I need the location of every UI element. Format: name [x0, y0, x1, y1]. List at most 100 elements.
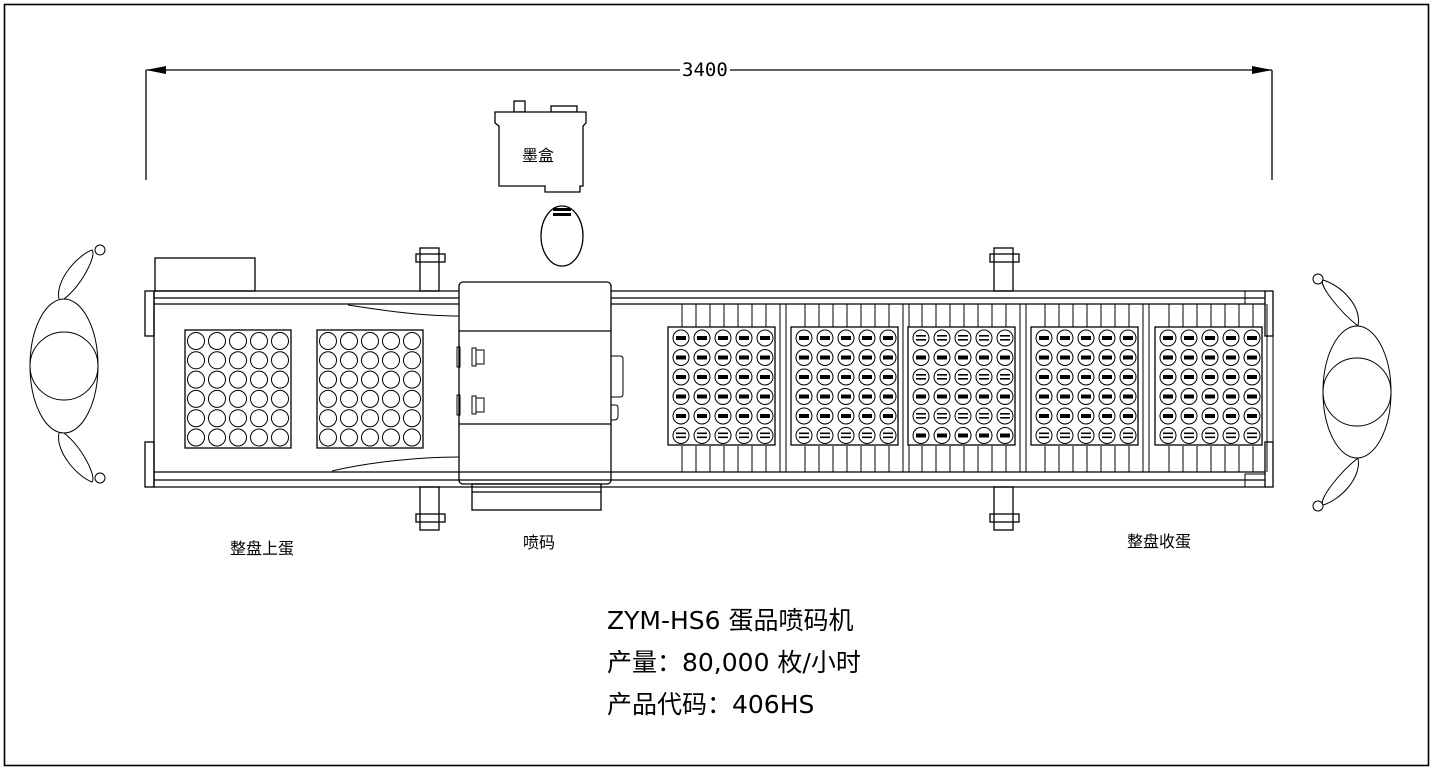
egg — [208, 409, 226, 428]
printed-egg — [1035, 329, 1053, 347]
printed-egg — [975, 427, 993, 444]
printed-egg — [879, 349, 897, 366]
printing-station-label: 喷码 — [523, 533, 556, 552]
egg — [208, 428, 226, 447]
printed-egg — [1180, 349, 1198, 366]
egg — [319, 332, 337, 350]
egg — [382, 351, 400, 370]
printed-egg — [1201, 427, 1219, 444]
egg — [382, 370, 400, 389]
printed-egg — [837, 368, 855, 386]
printed-egg — [1077, 427, 1095, 444]
egg — [187, 409, 205, 428]
printed-egg — [996, 388, 1014, 405]
printed-egg — [858, 388, 876, 405]
egg-trays — [184, 326, 1263, 449]
printed-egg — [1222, 349, 1240, 366]
printed-egg — [714, 368, 732, 386]
printed-egg — [1201, 329, 1219, 347]
printed-egg — [693, 388, 711, 405]
printed-egg — [858, 329, 876, 347]
egg — [319, 428, 337, 447]
egg — [361, 389, 379, 408]
printed-egg — [1180, 368, 1198, 386]
egg — [319, 389, 337, 408]
printed-egg — [996, 329, 1014, 347]
printed-egg — [735, 388, 753, 405]
printed-egg — [1098, 349, 1116, 366]
printer-unit — [456, 281, 624, 511]
printed-egg — [837, 349, 855, 366]
printed-egg — [933, 388, 951, 405]
printed-egg — [816, 368, 834, 386]
egg — [187, 370, 205, 389]
printed-egg — [879, 407, 897, 425]
printed-egg — [1056, 388, 1074, 405]
printed-egg — [975, 329, 993, 347]
printed-egg — [1098, 368, 1116, 386]
printed-egg — [1035, 368, 1053, 386]
printed-egg — [672, 329, 690, 347]
printed-egg — [912, 407, 930, 425]
egg — [250, 409, 268, 428]
egg — [229, 351, 247, 370]
egg — [340, 428, 358, 447]
printed-egg — [1077, 368, 1095, 386]
egg — [208, 389, 226, 408]
printed-egg — [837, 427, 855, 444]
printed-egg — [858, 349, 876, 366]
dimension-line — [145, 66, 1273, 180]
printed-egg — [1056, 329, 1074, 347]
printed-egg — [816, 349, 834, 366]
printed-egg — [933, 329, 951, 347]
printed-egg — [1222, 388, 1240, 405]
printed-egg — [933, 427, 951, 444]
egg — [403, 351, 421, 370]
printed-egg — [858, 427, 876, 444]
printed-egg — [1180, 427, 1198, 444]
printed-egg — [975, 349, 993, 366]
operator-right — [1312, 273, 1392, 512]
printed-egg — [693, 368, 711, 386]
unloading-station-label: 整盘收蛋 — [1127, 532, 1192, 551]
printed-egg — [795, 407, 813, 425]
printed-egg — [1159, 388, 1177, 405]
printed-egg — [756, 427, 774, 444]
printed-egg — [735, 368, 753, 386]
printed-egg — [912, 388, 930, 405]
product-code-line: 产品代码：406HS — [607, 690, 815, 719]
tray-7 — [1154, 326, 1263, 446]
printed-egg — [735, 329, 753, 347]
egg — [361, 409, 379, 428]
printed-egg — [912, 427, 930, 444]
egg — [229, 389, 247, 408]
printed-egg — [954, 329, 972, 347]
printed-egg — [1243, 407, 1261, 425]
egg — [382, 409, 400, 428]
printed-egg — [1119, 349, 1137, 366]
printed-egg — [735, 427, 753, 444]
printed-egg — [1159, 407, 1177, 425]
arrow-right-icon — [1252, 66, 1272, 74]
printed-egg — [756, 329, 774, 347]
tray-6 — [1030, 326, 1139, 446]
egg — [229, 370, 247, 389]
egg — [187, 428, 205, 447]
printed-egg — [672, 349, 690, 366]
printed-egg — [1243, 368, 1261, 386]
egg — [382, 428, 400, 447]
printed-egg — [954, 349, 972, 366]
printed-egg — [816, 329, 834, 347]
model-line: ZYM-HS6 蛋品喷码机 — [607, 606, 854, 635]
conveyor-slats — [681, 304, 1274, 472]
printed-egg — [735, 349, 753, 366]
egg — [340, 370, 358, 389]
egg — [403, 370, 421, 389]
print-head — [540, 205, 584, 267]
egg — [271, 389, 289, 408]
egg — [187, 389, 205, 408]
egg — [187, 351, 205, 370]
egg — [340, 389, 358, 408]
egg — [250, 428, 268, 447]
